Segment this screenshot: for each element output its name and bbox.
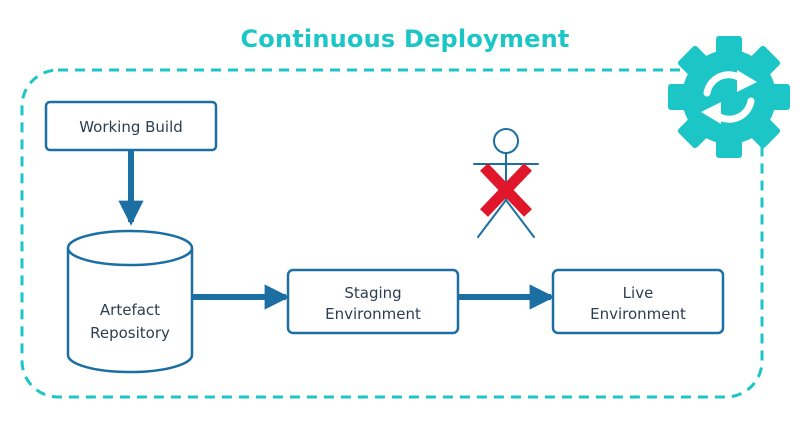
stick-figure-icon xyxy=(473,128,539,238)
live-environment-label-line1: Live xyxy=(623,284,654,302)
diagram-title: Continuous Deployment xyxy=(240,25,569,53)
staging-environment-node xyxy=(286,268,460,335)
red-x-icon xyxy=(480,163,532,217)
artefact-repository-label-line2: Repository xyxy=(90,324,170,342)
deployment-boundary xyxy=(20,68,764,399)
artefact-repository-label-line1: Artefact xyxy=(100,301,160,319)
refresh-icon xyxy=(701,70,757,124)
artefact-repository-node xyxy=(66,229,194,374)
working-build-label: Working Build xyxy=(79,118,183,136)
staging-environment-label-line2: Environment xyxy=(325,305,421,323)
gear-refresh-icon xyxy=(668,36,790,158)
live-environment-label-line2: Environment xyxy=(590,305,686,323)
staging-environment-label-line1: Staging xyxy=(344,284,401,302)
live-environment-node xyxy=(551,268,725,335)
